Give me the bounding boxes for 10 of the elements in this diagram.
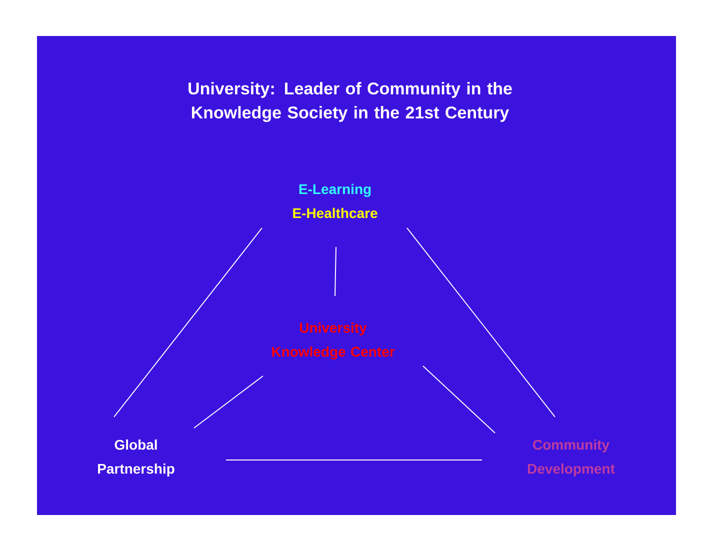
node-label: Global Partnership (98, 439, 174, 477)
node-label: E-Learning E-Healthcare (293, 184, 378, 218)
connector-line (194, 376, 264, 428)
connector-line (334, 246, 336, 296)
connector-line (114, 228, 262, 418)
node-label: Community Development (528, 439, 615, 477)
connector-line (406, 228, 556, 418)
connector-line (422, 366, 496, 434)
title: University: Leader of Community in the Knowledge Society in the 21st Century (188, 82, 512, 122)
node-label: University Knowledge Center (272, 322, 395, 360)
